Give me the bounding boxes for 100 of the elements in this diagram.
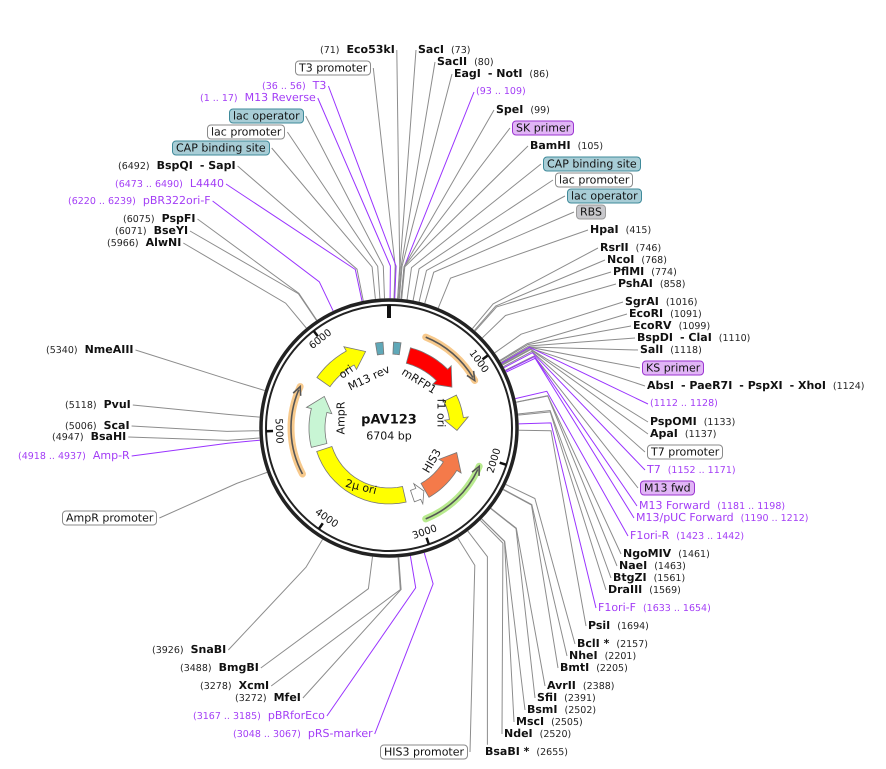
leader-line [482, 284, 616, 338]
feature-label: 2µ ori [344, 478, 378, 496]
enzyme-name: - SapI [200, 160, 236, 172]
primer-name: F1ori-F [598, 602, 636, 614]
leader-line [197, 218, 318, 321]
tick-label: 5000 [272, 418, 284, 444]
site-position: (1016) [666, 298, 698, 308]
enzyme-name: SnaBI [190, 644, 226, 656]
enzyme-name: AlwNI [146, 236, 182, 249]
primer-range: (6473 .. 6490) [115, 180, 183, 190]
site-position: (1694) [617, 622, 649, 632]
enzyme-name: EagI [454, 68, 481, 80]
enzyme-name: RsrII [600, 242, 629, 254]
site-position: (3926) [152, 646, 184, 656]
enzyme-name: - XhoI [790, 380, 826, 392]
enzyme-name: PshAI [618, 278, 653, 290]
primer-name: L4440 [190, 178, 224, 190]
site-position: (105) [578, 142, 604, 152]
primer-name: M13 Forward [639, 500, 710, 512]
primer-name: M13 Reverse [244, 92, 316, 104]
leader-line [424, 212, 574, 304]
leader-line [326, 556, 416, 716]
enzyme-name: BmgBI [218, 662, 259, 674]
site-position: (6071) [115, 226, 147, 238]
feature-tag: AmpR promoter [62, 510, 158, 526]
site-position: (3488) [180, 664, 212, 674]
enzyme-name: BsaHI [90, 430, 126, 443]
enzyme-name: PvuI [104, 398, 131, 411]
enzyme-name: XcmI [238, 680, 270, 692]
site-position: (5966) [107, 238, 139, 250]
site-position: (2201) [604, 652, 636, 662]
leader-line [500, 326, 632, 362]
primer-range: (36 .. 56) [262, 82, 306, 92]
enzyme-name: BtgZI [613, 572, 647, 584]
leader-line [502, 489, 558, 668]
enzyme-name: HpaI [590, 224, 619, 236]
site-position: (1110) [718, 334, 750, 344]
primer-range: (1 .. 17) [200, 94, 238, 104]
enzyme-name: NheI [569, 650, 598, 662]
enzyme-name: ScaI [104, 420, 130, 432]
primer-range: (1152 .. 1171) [668, 466, 736, 476]
leader-line [494, 302, 624, 354]
enzyme-name: PspOMI [650, 416, 697, 428]
site-position: (1124) [832, 382, 865, 392]
site-position: (1569) [649, 586, 681, 596]
plasmid-ring [259, 298, 519, 558]
leader-line [212, 200, 334, 312]
enzyme-name: BsmI [527, 704, 558, 716]
leader-line [271, 148, 376, 300]
site-position: (5340) [46, 346, 78, 356]
site-position: (99) [530, 106, 550, 116]
site-position: (3272) [235, 694, 267, 704]
leader-line [190, 230, 317, 321]
leader-line [237, 166, 364, 302]
enzyme-name: Eco53kI [346, 44, 395, 56]
feature-label: f1 ori [436, 398, 446, 428]
primer-range: (3167 .. 3185) [193, 712, 261, 722]
leader-line [135, 350, 266, 391]
leader-line [305, 116, 385, 299]
primer-name: T7 [647, 464, 661, 476]
enzyme-name: SacII [437, 56, 468, 68]
site-position: (1091) [670, 310, 702, 320]
site-position: (5006) [65, 422, 97, 432]
feature-tag: HIS3 promoter [380, 744, 468, 760]
enzyme-name: ApaI [650, 428, 678, 440]
enzyme-name: BspQI [156, 160, 193, 172]
leader-line [518, 430, 586, 626]
enzyme-name: BclI * [577, 638, 610, 650]
leader-line [374, 552, 434, 734]
feature-tag: T3 promoter [295, 60, 372, 76]
leader-line [406, 164, 542, 300]
leader-line [490, 508, 546, 686]
leader-line [270, 557, 401, 686]
feature-tag: lac operator [229, 108, 304, 124]
leader-line [317, 98, 391, 299]
leader-line [481, 518, 526, 710]
leader-line [503, 352, 646, 470]
enzyme-name: - ClaI [680, 332, 712, 344]
site-position: (2391) [564, 694, 596, 704]
tick-label: 2000 [486, 447, 504, 475]
enzyme-name: MfeI [274, 692, 301, 704]
leader-line [302, 556, 402, 698]
site-position: (2520) [540, 730, 572, 740]
enzyme-name: PflMI [613, 266, 644, 278]
enzyme-name: AvrII [547, 680, 576, 692]
leader-line [457, 538, 476, 752]
enzyme-name: AbsI [647, 380, 674, 392]
leader-line [412, 180, 554, 301]
leader-line [398, 74, 452, 300]
feature-tag: lac operator [567, 188, 642, 204]
site-position: (1137) [684, 430, 716, 440]
leader-line [128, 436, 260, 441]
enzyme-name: SalI [640, 344, 664, 356]
leader-line [226, 184, 362, 302]
enzyme-name: BamHI [530, 140, 571, 152]
enzyme-name: SfiI [537, 692, 558, 704]
primer-name: pBRforEco [268, 710, 325, 722]
enzyme-name: SacI [418, 44, 444, 56]
leader-line [131, 426, 260, 432]
enzyme-name: - PspXI [739, 380, 783, 392]
